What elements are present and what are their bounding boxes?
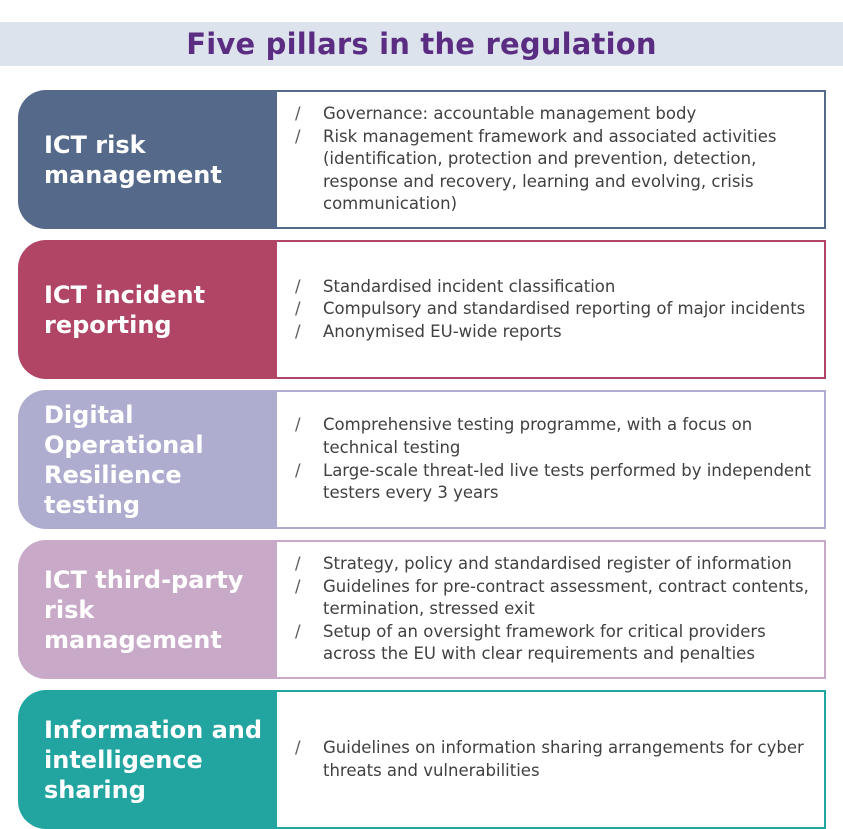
slash-bullet-icon: / <box>295 321 301 341</box>
slash-bullet-icon: / <box>295 299 301 319</box>
pillar-detail-text: Risk management framework and associated… <box>323 126 777 214</box>
pillar-detail-text: Guidelines on information sharing arrang… <box>323 737 804 780</box>
pillar-details-list: / Standardised incident classification / Co… <box>277 276 824 344</box>
pillar-label-line: Digital <box>44 400 134 429</box>
pillar-label-line: reporting <box>44 310 172 339</box>
slash-bullet-icon: / <box>295 576 301 596</box>
pillar-detail-item: / Large-scale threat-led live tests perfo… <box>295 460 814 505</box>
pillar-detail-item: / Comprehensive testing programme, with a… <box>295 414 814 459</box>
pillar-detail-item: / Setup of an oversight framework for cri… <box>295 621 814 666</box>
pillar-detail-item: / Guidelines on information sharing arran… <box>295 737 814 782</box>
pillar-label-line: Resilience testing <box>44 460 182 519</box>
pillar-details-box: / Guidelines on information sharing arran… <box>277 690 826 829</box>
pillar-details-box: / Comprehensive testing programme, with a… <box>277 390 826 529</box>
pillar-detail-text: Standardised incident classification <box>323 276 616 296</box>
pillar-detail-item: / Standardised incident classification <box>295 276 814 299</box>
pillar-label-line: risk management <box>44 595 222 654</box>
slash-bullet-icon: / <box>295 126 301 146</box>
pillar-detail-text: Anonymised EU-wide reports <box>323 321 562 341</box>
pillar-label-line: management <box>44 160 222 189</box>
pillar-detail-text: Governance: accountable management body <box>323 104 697 124</box>
title-banner: Five pillars in the regulation <box>0 22 843 66</box>
pillar-details-box: / Standardised incident classification / Co… <box>277 240 826 379</box>
pillar-details-list: / Strategy, policy and standardised regis… <box>277 553 824 666</box>
pillar-detail-text: Guidelines for pre-contract assessment, … <box>323 576 809 619</box>
pillar-label-line: ICT third-party <box>44 565 244 594</box>
pillar-label-line: ICT risk <box>44 130 146 159</box>
pillar-details-list: / Governance: accountable management body… <box>277 103 824 216</box>
pillar-details-box: / Strategy, policy and standardised regis… <box>277 540 826 679</box>
pillar-detail-text: Comprehensive testing programme, with a … <box>323 415 753 457</box>
pillar-label-line: Information and <box>44 715 263 744</box>
pillar-details-list: / Guidelines on information sharing arran… <box>277 737 824 782</box>
pillar-detail-item: / Risk management framework and associate… <box>295 126 814 216</box>
slash-bullet-icon: / <box>295 554 301 574</box>
pillar-detail-item: / Governance: accountable management body <box>295 103 814 126</box>
slash-bullet-icon: / <box>295 276 301 296</box>
slash-bullet-icon: / <box>295 621 301 641</box>
pillar-label-line: intelligence <box>44 745 203 774</box>
slash-bullet-icon: / <box>295 460 301 480</box>
pillar-detail-item: / Anonymised EU-wide reports <box>295 321 814 344</box>
pillar-detail-item: / Strategy, policy and standardised regis… <box>295 553 814 576</box>
pillar-label-line: Operational <box>44 430 204 459</box>
slash-bullet-icon: / <box>295 104 301 124</box>
pillar-details-box: / Governance: accountable management body… <box>277 90 826 229</box>
pillar-detail-item: / Guidelines for pre-contract assessment,… <box>295 576 814 621</box>
page-title: Five pillars in the regulation <box>186 27 657 61</box>
pillar-label-line: sharing <box>44 775 146 804</box>
pillar-detail-item: / Compulsory and standardised reporting o… <box>295 298 814 321</box>
slash-bullet-icon: / <box>295 415 301 435</box>
pillar-detail-text: Compulsory and standardised reporting of… <box>323 299 806 319</box>
pillar-label-line: ICT incident <box>44 280 206 309</box>
pillar-detail-text: Strategy, policy and standardised regist… <box>323 554 792 574</box>
slash-bullet-icon: / <box>295 737 301 757</box>
pillar-detail-text: Large-scale threat-led live tests perfor… <box>323 460 812 503</box>
pillar-details-list: / Comprehensive testing programme, with a… <box>277 414 824 504</box>
pillar-detail-text: Setup of an oversight framework for crit… <box>323 621 766 664</box>
